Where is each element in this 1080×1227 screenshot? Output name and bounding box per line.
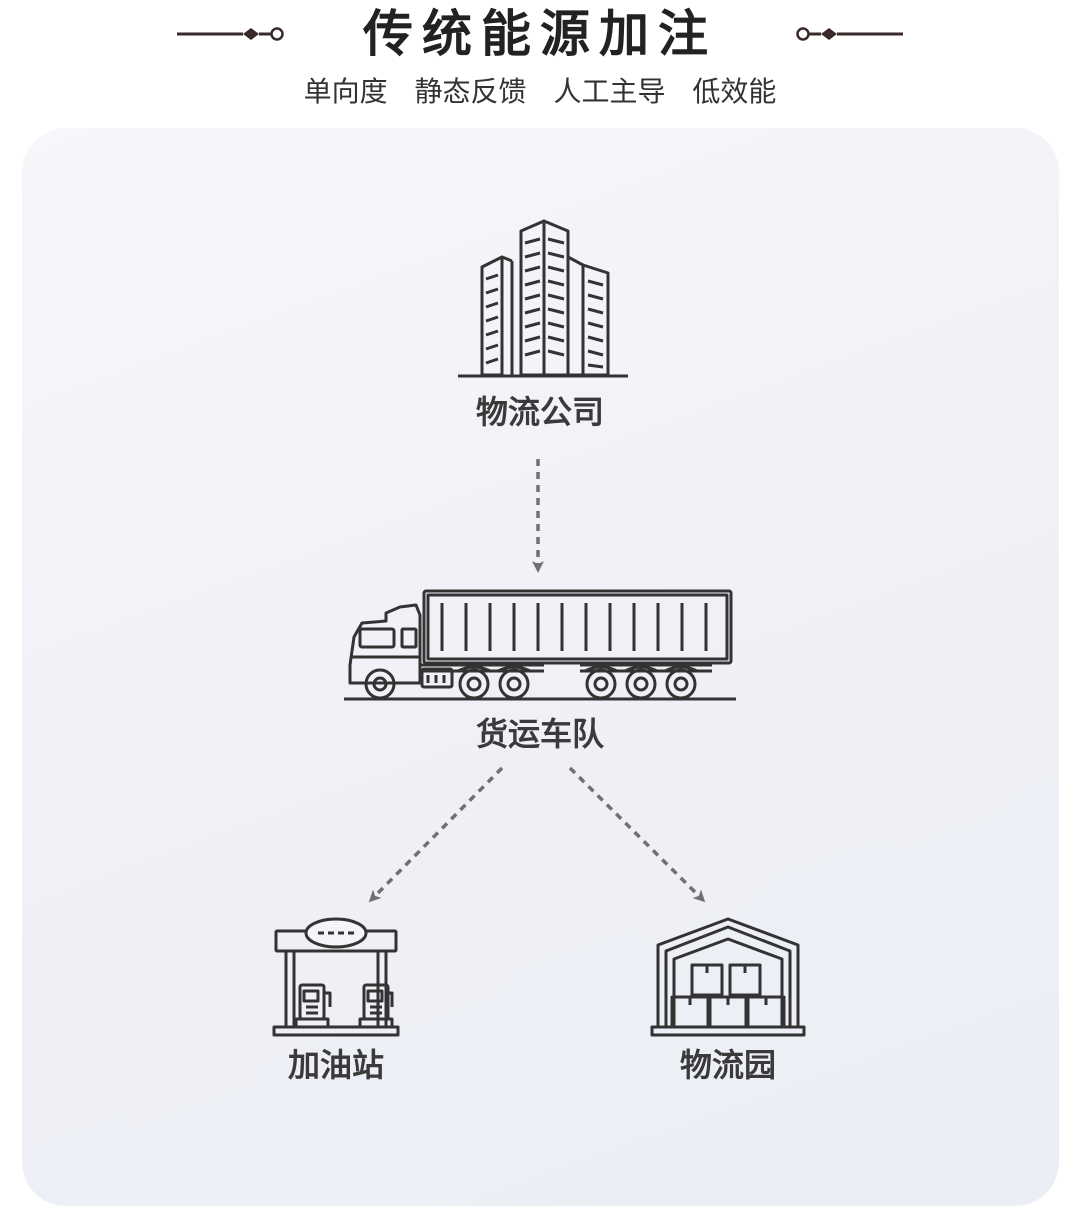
left-ornament-icon [177,27,284,41]
diagram-panel [22,128,1059,1206]
node-fleet: 货运车队 [340,585,740,755]
tag-item: 人工主导 [553,75,666,108]
page-title: 传统能源加注 [363,5,717,63]
warehouse-icon [650,917,806,1037]
gas-station-icon [272,917,400,1037]
node-station: 加油站 [254,915,418,1090]
tag-item: 低效能 [692,75,777,108]
node-label-fleet: 货运车队 [475,715,604,753]
node-park: 物流园 [646,915,810,1090]
title-row: 传统能源加注 [0,2,1080,66]
tag-item: 单向度 [303,75,388,108]
freight-truck-icon [344,589,736,701]
node-label-station: 加油站 [287,1046,384,1084]
right-ornament-icon [796,27,903,41]
node-label-company: 物流公司 [475,393,604,431]
subtitle-tags: 单向度 静态反馈 人工主导 低效能 [0,72,1080,112]
node-label-park: 物流园 [679,1046,776,1084]
header: 传统能源加注 单向度 静态反馈 人工主导 低效能 [0,0,1080,120]
office-buildings-icon [458,219,628,378]
tag-item: 静态反馈 [414,75,527,108]
node-company: 物流公司 [440,215,640,435]
